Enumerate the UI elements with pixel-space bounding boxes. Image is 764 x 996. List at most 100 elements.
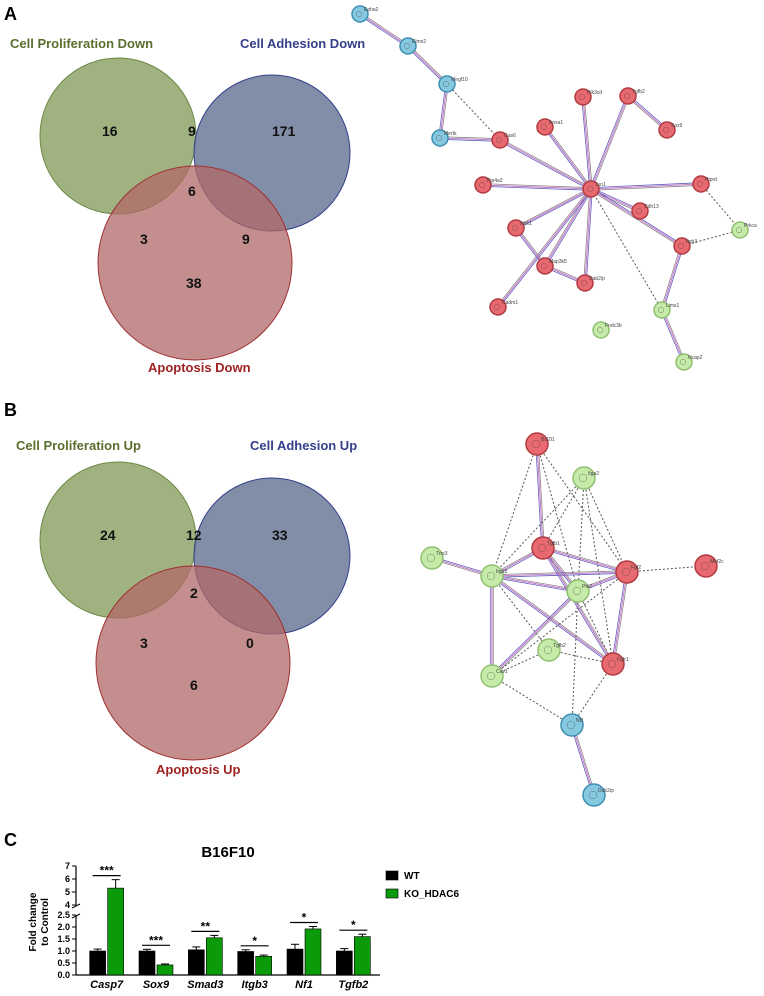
axis-break-mark xyxy=(71,913,81,919)
network-edge xyxy=(541,548,613,665)
bar-wt-smad3 xyxy=(188,949,205,976)
network-node-elmo2 xyxy=(399,37,417,55)
y-tick-label: 6 xyxy=(65,874,70,884)
network-edge xyxy=(492,574,614,664)
network-edge xyxy=(591,96,630,190)
network-edge-dashed xyxy=(491,575,550,651)
network-edge xyxy=(590,95,629,190)
venn-label-proliferation-up: Cell Proliferation Up xyxy=(16,438,141,453)
protein-structure-icon xyxy=(442,80,450,88)
x-tick-label: Casp7 xyxy=(90,979,124,991)
network-edge xyxy=(439,138,500,142)
venn-diagram-a: Cell Proliferation Down Cell Adhesion Do… xyxy=(10,36,365,375)
venn-count-proliferation-adhesion: 12 xyxy=(186,527,202,543)
network-edge xyxy=(590,182,701,189)
venn-count-adhesion-apoptosis: 0 xyxy=(246,635,254,651)
network-node-label: Itgb3 xyxy=(496,569,507,575)
protein-structure-icon xyxy=(543,645,553,655)
network-node-lims1 xyxy=(653,301,671,319)
protein-structure-icon xyxy=(511,224,519,232)
network-node-ncap2 xyxy=(675,353,693,371)
network-node-itgb3 xyxy=(480,564,504,588)
network-edge xyxy=(662,309,686,362)
y-tick-label: 2.0 xyxy=(57,922,70,932)
venn-label-adhesion-up: Cell Adhesion Up xyxy=(250,438,357,453)
network-edge-dashed xyxy=(577,477,585,592)
network-edge xyxy=(491,575,614,665)
y-tick-label: 1.5 xyxy=(57,934,70,944)
network-node-label: Ptprd xyxy=(705,177,717,183)
network-node-label: Nf1 xyxy=(576,718,584,724)
network-edge xyxy=(581,97,591,190)
network-edge-dashed xyxy=(700,183,741,231)
network-edge xyxy=(496,187,591,307)
network-edge xyxy=(584,188,592,284)
network-node-label: Ptk2 xyxy=(582,584,592,590)
x-tick-label: Nf1 xyxy=(295,979,313,991)
x-tick-label: Tgfb2 xyxy=(338,979,368,991)
protein-structure-icon xyxy=(623,92,631,100)
bar-ko_hdac6-itgb3 xyxy=(255,955,272,976)
network-b: Bcl2l1Itga2Trrs3Itgb3Tgfb1Ptk2Fgf2Mef2cT… xyxy=(420,432,724,807)
network-node-tgfb2 xyxy=(537,638,561,662)
network-edge-dashed xyxy=(583,477,614,665)
y-tick-label: 5 xyxy=(65,887,70,897)
network-node-cadm1 xyxy=(489,298,507,316)
network-node-mef2c xyxy=(694,554,718,578)
network-node-sox9 xyxy=(658,121,676,139)
network-edge xyxy=(660,245,682,310)
network-edge xyxy=(360,12,409,46)
chart-title: B16F10 xyxy=(201,844,254,861)
network-node-fndc3b xyxy=(592,321,610,339)
network-edge xyxy=(439,83,448,139)
network-node-label: Prkca xyxy=(744,223,757,229)
network-edge xyxy=(661,309,685,363)
network-node-prkca xyxy=(731,221,749,239)
legend-swatch-ko_hdac6 xyxy=(385,888,399,899)
network-edge-dashed xyxy=(446,83,501,141)
network-edge xyxy=(499,140,591,191)
network-edge xyxy=(515,188,592,229)
protein-structure-icon xyxy=(696,180,704,188)
venn-label-adhesion-down: Cell Adhesion Down xyxy=(240,36,365,51)
network-edge xyxy=(591,184,702,191)
bar-wt-nf1 xyxy=(286,948,304,976)
significance-marker: * xyxy=(351,918,356,932)
network-edge xyxy=(611,571,627,664)
protein-structure-icon xyxy=(677,242,685,250)
bar-ko_hdac6-casp7 xyxy=(107,887,124,976)
panel-letter-b: B xyxy=(4,400,17,420)
network-edge xyxy=(492,591,580,678)
protein-structure-icon xyxy=(700,561,710,571)
venn-count-only-apoptosis: 38 xyxy=(186,275,202,291)
network-edge xyxy=(545,125,593,189)
protein-structure-icon xyxy=(662,126,670,134)
network-node-label: Tgfb2 xyxy=(632,89,645,95)
network-edge-dashed xyxy=(491,477,585,577)
network-edge xyxy=(490,589,578,676)
y-tick-label: 4 xyxy=(65,900,70,910)
network-edge xyxy=(482,185,591,191)
network-edge xyxy=(591,187,641,211)
protein-structure-icon xyxy=(540,123,548,131)
network-edge xyxy=(497,188,592,308)
network-edge-dashed xyxy=(491,675,573,726)
network-edge xyxy=(544,188,592,267)
network-node-ptprd xyxy=(692,175,710,193)
network-edge xyxy=(583,96,593,189)
network-node-label: Elmo2 xyxy=(412,39,426,45)
protein-structure-icon xyxy=(486,671,496,681)
network-edge xyxy=(661,245,683,311)
network-edge xyxy=(543,546,628,572)
network-node-label: Itga2 xyxy=(588,471,599,477)
network-edge xyxy=(407,45,448,85)
network-edge-dashed xyxy=(577,590,614,665)
network-node-cdh13 xyxy=(631,202,649,220)
network-edge xyxy=(590,183,702,190)
network-node-label: Megf10 xyxy=(451,77,468,83)
bar-wt-casp7 xyxy=(89,950,106,976)
network-edge xyxy=(439,137,501,141)
network-node-gas6 xyxy=(491,131,509,149)
network-node-label: Epha2 xyxy=(364,7,379,13)
